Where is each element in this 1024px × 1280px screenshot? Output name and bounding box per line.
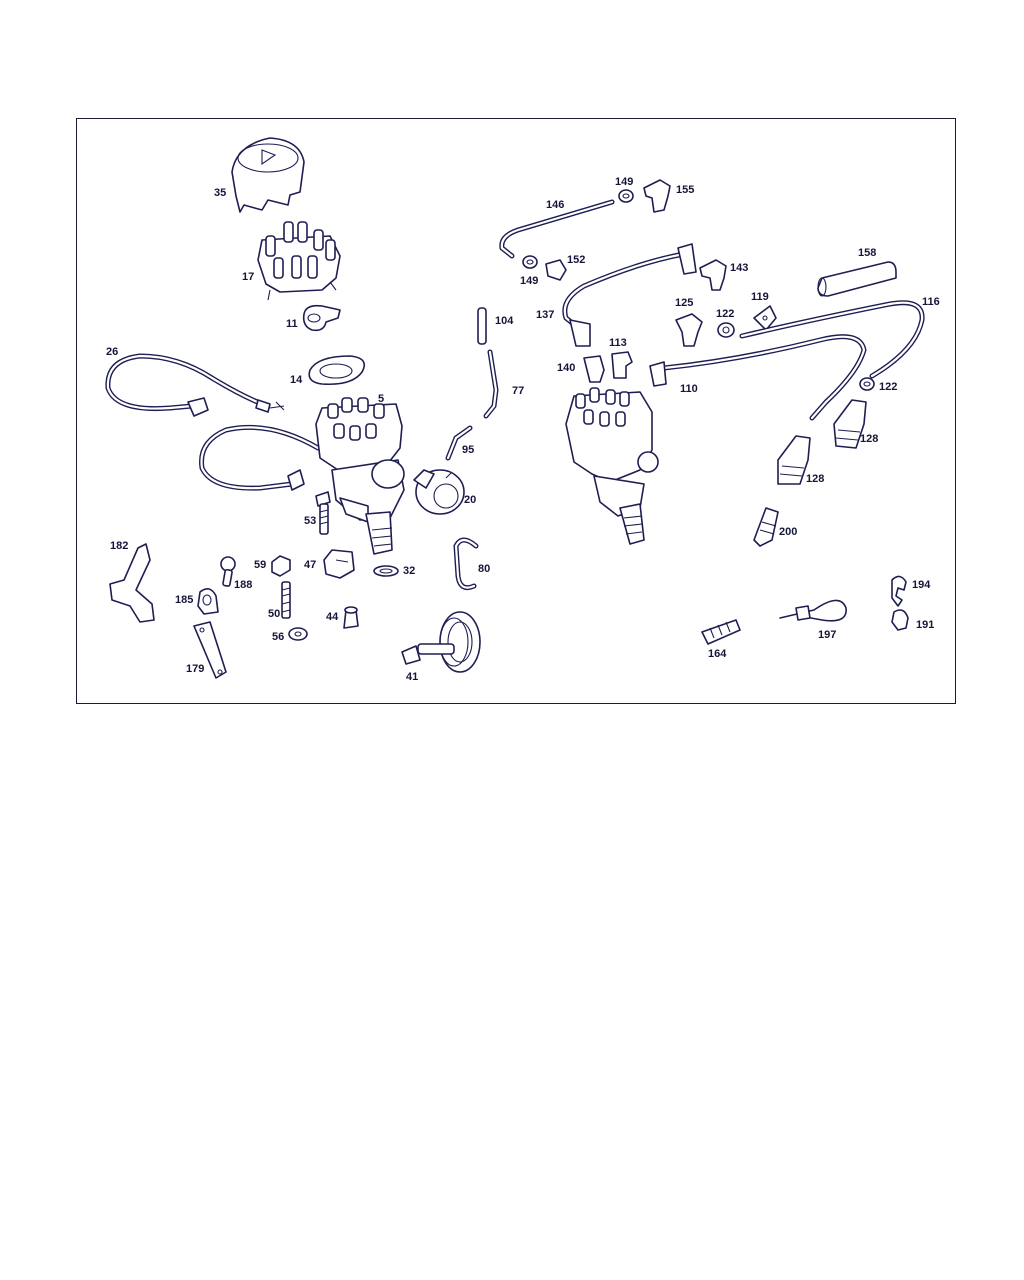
callout-14: 14: [290, 374, 303, 386]
callout-143: 143: [730, 262, 748, 274]
callout-104: 104: [495, 315, 514, 327]
part-158-sleeve: [817, 261, 897, 297]
callout-11: 11: [286, 318, 298, 330]
part-95-hose: [445, 425, 473, 461]
part-122-seal-upper: [717, 322, 735, 338]
part-32-o-ring: [373, 565, 399, 577]
part-188-screw: [220, 556, 236, 587]
part-143-connector: [699, 259, 727, 291]
part-155-connector: [643, 179, 671, 213]
distributor-cap-right: [565, 387, 659, 545]
part-47-clip: [323, 549, 355, 579]
part-149-seal-lower: [522, 255, 538, 269]
part-185-clamp: [197, 588, 219, 615]
part-179-bracket: [193, 621, 227, 679]
callout-194: 194: [912, 579, 931, 591]
callout-149-lower: 149: [520, 275, 538, 287]
callout-47: 47: [304, 559, 316, 571]
callout-116: 116: [922, 296, 940, 308]
part-26-ignition-lead: [105, 353, 285, 417]
callout-53: 53: [304, 515, 316, 527]
callout-56: 56: [272, 631, 284, 643]
part-35-distributor-cover: [231, 137, 305, 213]
part-113-boot: [611, 351, 633, 379]
callout-164: 164: [708, 648, 727, 660]
part-194-clip: [891, 575, 907, 607]
part-128-boot-lower: [777, 435, 811, 485]
part-110-ignition-lead: [649, 334, 867, 421]
part-104-77-vacuum-line: [477, 307, 499, 419]
part-53-bolt: [315, 491, 331, 535]
callout-5: 5: [378, 393, 384, 405]
part-152-connector: [545, 259, 567, 281]
callout-32: 32: [403, 565, 415, 577]
part-50-stud: [281, 581, 291, 619]
callout-119: 119: [751, 291, 769, 303]
part-137-ignition-lead: [562, 243, 697, 347]
callout-152: 152: [567, 254, 585, 266]
callout-122-upper: 122: [716, 308, 734, 320]
callout-122-lower: 122: [879, 381, 897, 393]
part-59-nut: [271, 555, 291, 577]
callout-77: 77: [512, 385, 524, 397]
part-14-dust-shield: [308, 355, 366, 386]
part-44-cap: [343, 606, 359, 629]
callout-95: 95: [462, 444, 474, 456]
callout-17: 17: [242, 271, 254, 283]
callout-158: 158: [858, 247, 876, 259]
callout-179: 179: [186, 663, 204, 675]
callout-140: 140: [557, 362, 575, 374]
part-41-pulley: [401, 611, 481, 673]
part-20-vacuum-unit: [413, 469, 465, 515]
callout-200: 200: [779, 526, 797, 538]
callout-80: 80: [478, 563, 490, 575]
callout-41: 41: [406, 671, 418, 683]
callout-59: 59: [254, 559, 266, 571]
callout-155: 155: [676, 184, 694, 196]
part-5-distributor: [199, 397, 405, 555]
part-149-seal-upper: [618, 189, 634, 203]
part-17-distributor-cap: [257, 221, 341, 301]
callout-137: 137: [536, 309, 554, 321]
callout-26: 26: [106, 346, 118, 358]
part-122-seal-lower: [859, 377, 875, 391]
part-200-connector: [753, 507, 779, 547]
part-56-washer: [288, 627, 308, 641]
part-119-clip: [753, 305, 777, 331]
callout-20: 20: [464, 494, 476, 506]
part-116-ignition-lead: [739, 300, 925, 379]
part-182-bracket: [109, 543, 155, 623]
part-164-holder: [701, 619, 741, 645]
callout-149-upper: 149: [615, 176, 633, 188]
part-128-boot-upper: [833, 399, 867, 449]
part-146-tube: [499, 199, 615, 259]
part-197-cable-tie: [779, 599, 847, 622]
callout-128-lower: 128: [806, 473, 824, 485]
callout-125: 125: [675, 297, 693, 309]
callout-113: 113: [609, 337, 627, 349]
part-191-clip: [891, 609, 909, 631]
callout-188: 188: [234, 579, 252, 591]
diagram-frame: [76, 118, 956, 704]
callout-35: 35: [214, 187, 226, 199]
callout-185: 185: [175, 594, 193, 606]
callout-182: 182: [110, 540, 128, 552]
callout-128-upper: 128: [860, 433, 878, 445]
callout-50: 50: [268, 608, 280, 620]
part-140-boot: [583, 355, 605, 383]
part-11-rotor: [302, 304, 341, 332]
callout-191: 191: [916, 619, 934, 631]
callout-44: 44: [326, 611, 339, 623]
callout-146: 146: [546, 199, 564, 211]
callout-197: 197: [818, 629, 836, 641]
part-125-boot: [675, 313, 703, 347]
callout-110: 110: [680, 383, 698, 395]
part-80-hose: [453, 537, 479, 591]
